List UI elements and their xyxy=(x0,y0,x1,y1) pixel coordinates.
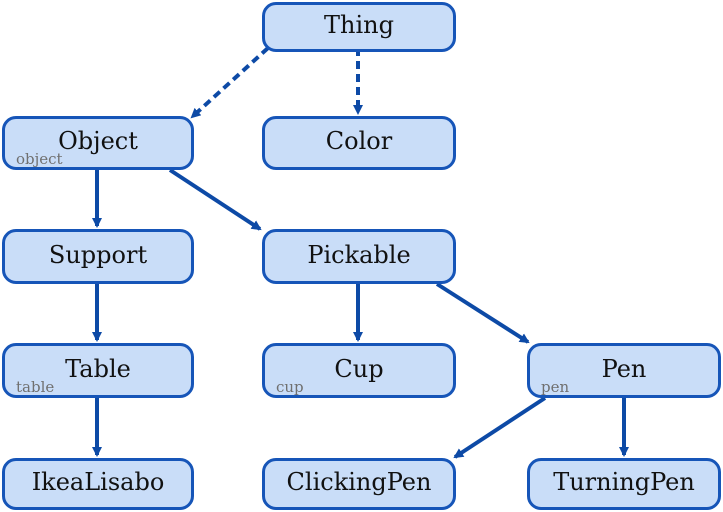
node-clickingpen[interactable]: ClickingPen xyxy=(262,458,456,510)
node-ikealisabo-label: IkeaLisabo xyxy=(31,468,165,496)
edge-pickable-pen xyxy=(435,282,530,344)
edge-pen-clickingpen xyxy=(453,396,547,459)
edge-object-pickable xyxy=(168,168,262,231)
node-thing-label: Thing xyxy=(324,11,394,39)
node-turningpen[interactable]: TurningPen xyxy=(527,458,721,510)
node-thing[interactable]: Thing xyxy=(262,2,456,52)
node-cup[interactable]: Cup cup xyxy=(262,343,456,398)
node-clickingpen-label: ClickingPen xyxy=(286,468,432,496)
node-pickable-label: Pickable xyxy=(307,240,411,269)
node-turningpen-label: TurningPen xyxy=(553,468,695,496)
node-support[interactable]: Support xyxy=(2,229,194,284)
node-table[interactable]: Table table xyxy=(2,343,194,398)
node-pen-label: Pen xyxy=(601,354,647,383)
node-pickable[interactable]: Pickable xyxy=(262,229,456,284)
edge-thing-object xyxy=(190,46,270,119)
node-cup-instance-label: cup xyxy=(276,378,304,396)
node-table-label: Table xyxy=(65,354,131,383)
node-pen[interactable]: Pen pen xyxy=(527,343,721,398)
node-object[interactable]: Object object xyxy=(2,116,194,170)
node-support-label: Support xyxy=(48,240,148,269)
node-table-instance-label: table xyxy=(16,378,55,396)
node-cup-label: Cup xyxy=(334,354,384,383)
node-ikealisabo[interactable]: IkeaLisabo xyxy=(2,458,194,510)
node-object-instance-label: object xyxy=(16,150,63,168)
node-color[interactable]: Color xyxy=(262,116,456,170)
node-pen-instance-label: pen xyxy=(541,378,570,396)
node-color-label: Color xyxy=(325,127,393,155)
node-object-label: Object xyxy=(58,127,138,155)
